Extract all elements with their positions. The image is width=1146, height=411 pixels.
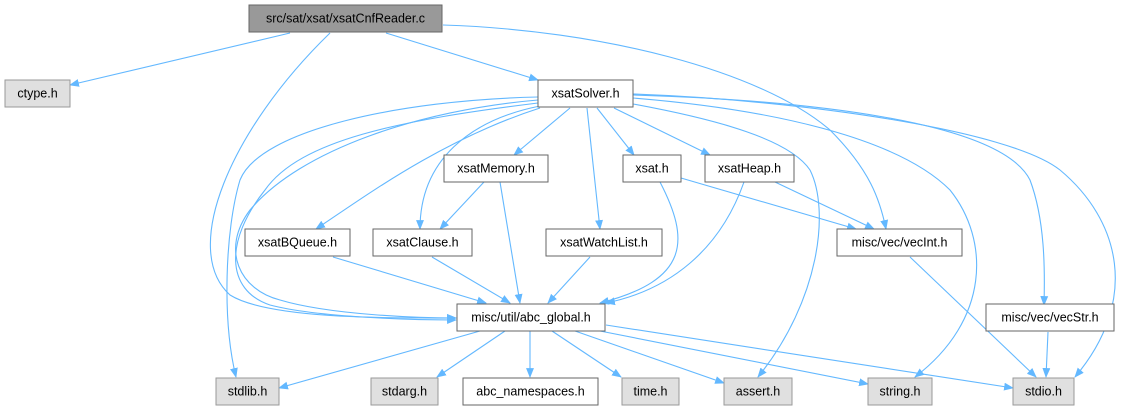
edge-solver-stdlib (226, 96, 539, 378)
node-label: time.h (633, 385, 667, 399)
edge-clause-abcglobal (431, 256, 511, 304)
node-abc-namespaces[interactable]: abc_namespaces.h (462, 377, 599, 406)
edge-solver-abcglobal-2 (235, 102, 539, 324)
node-label: ctype.h (17, 87, 57, 101)
edge-solver-string (632, 97, 978, 378)
node-label: misc/vec/vecInt.h (852, 236, 948, 250)
edge-root-vecInt (442, 24, 889, 230)
edge-memory-abcglobal (499, 181, 523, 304)
edge-vecInt-stdio (909, 256, 1037, 378)
edge-xsat-vecInt (680, 177, 857, 231)
edge-abcglobal-time (551, 330, 622, 378)
edge-root-abcglobal (209, 32, 457, 322)
edge-root-ctype (69, 32, 291, 87)
edge-memory-clause (439, 181, 485, 230)
node-label: xsatSolver.h (551, 87, 619, 101)
node-label: misc/util/abc_global.h (471, 311, 591, 325)
node-xsatSolver[interactable]: xsatSolver.h (537, 79, 634, 108)
node-label: stdlib.h (228, 385, 268, 399)
edge-solver-watchlist (586, 107, 603, 230)
node-label: stdarg.h (382, 385, 427, 399)
node-label: abc_namespaces.h (476, 385, 584, 399)
edge-solver-memory (513, 107, 571, 156)
edge-solver-clause (416, 105, 541, 230)
node-root-file[interactable]: src/sat/xsat/xsatCnfReader.c (248, 4, 443, 33)
edge-abcglobal-assert (574, 330, 725, 384)
edge-abcglobal-string (599, 330, 869, 387)
edge-solver-assert (632, 103, 820, 378)
node-stdio[interactable]: stdio.h (1012, 377, 1075, 406)
edge-solver-stdio (632, 93, 1116, 378)
node-assert[interactable]: assert.h (723, 377, 793, 406)
node-label: xsat.h (635, 162, 668, 176)
edge-abcglobal-stdarg (436, 330, 506, 378)
node-label: misc/vec/vecStr.h (1001, 311, 1098, 325)
edge-abcglobal-stdlib (278, 330, 481, 390)
node-xsatMemory[interactable]: xsatMemory.h (443, 154, 549, 183)
edge-abcglobal-stdio (605, 324, 1014, 391)
node-abc-global[interactable]: misc/util/abc_global.h (456, 303, 606, 332)
edge-heap-vecInt (774, 181, 875, 230)
node-ctype[interactable]: ctype.h (4, 79, 71, 108)
node-xsat[interactable]: xsat.h (622, 154, 682, 183)
node-label: string.h (880, 385, 921, 399)
node-xsatClause[interactable]: xsatClause.h (372, 228, 473, 257)
edges (69, 24, 1116, 391)
node-label: xsatWatchList.h (560, 236, 648, 250)
edge-solver-vecStr (632, 94, 1049, 306)
node-vecStr[interactable]: misc/vec/vecStr.h (985, 303, 1115, 332)
node-stdarg[interactable]: stdarg.h (370, 377, 439, 406)
node-xsatHeap[interactable]: xsatHeap.h (704, 154, 795, 183)
node-string[interactable]: string.h (867, 377, 933, 406)
edge-heap-abcglobal (605, 181, 745, 306)
nodes: src/sat/xsat/xsatCnfReader.c ctype.h xsa… (4, 4, 1115, 406)
node-stdlib[interactable]: stdlib.h (215, 377, 280, 406)
edge-solver-xsat (596, 107, 635, 156)
node-label: xsatClause.h (386, 236, 458, 250)
node-xsatBQueue[interactable]: xsatBQueue.h (244, 228, 351, 257)
edge-xsat-abcglobal (599, 181, 679, 305)
edge-vecStr-stdio (1042, 331, 1051, 378)
edge-solver-bqueue (315, 107, 541, 230)
node-label: stdio.h (1025, 385, 1062, 399)
node-xsatWatchList[interactable]: xsatWatchList.h (545, 228, 663, 257)
edge-watchlist-abcglobal (547, 256, 591, 304)
edge-solver-heap (613, 107, 711, 156)
node-label: xsatBQueue.h (258, 236, 337, 250)
node-label: xsatMemory.h (457, 162, 535, 176)
node-label: src/sat/xsat/xsatCnfReader.c (266, 12, 425, 26)
node-label: xsatHeap.h (718, 162, 781, 176)
node-vecInt[interactable]: misc/vec/vecInt.h (836, 228, 963, 257)
edge-bqueue-abcglobal (332, 256, 487, 305)
node-time[interactable]: time.h (621, 377, 680, 406)
edge-root-xsatSolver (385, 32, 539, 82)
node-label: assert.h (736, 385, 781, 399)
edge-solver-abcglobal-1 (235, 99, 539, 322)
